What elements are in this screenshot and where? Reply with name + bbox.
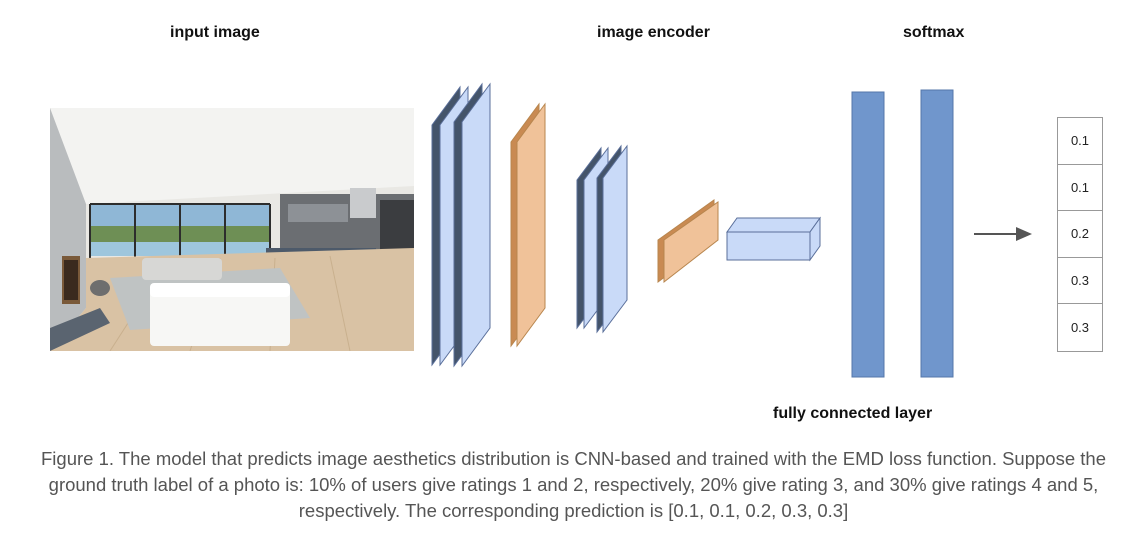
pooling-layer-2 — [657, 199, 719, 284]
conv-layer-face — [461, 82, 491, 368]
flatten-block — [726, 216, 821, 262]
arrow-icon — [974, 227, 1032, 241]
figure-caption: Figure 1. The model that predicts image … — [41, 448, 1106, 521]
pool-layer-face — [516, 102, 546, 348]
flatten-block-top — [726, 217, 821, 233]
softmax-output-table: 0.1 0.1 0.2 0.3 0.3 — [1057, 117, 1103, 352]
output-cell-2: 0.1 — [1058, 165, 1102, 212]
output-cell-5: 0.3 — [1070, 320, 1090, 336]
softmax-label: softmax — [903, 24, 965, 41]
input-photo — [50, 108, 414, 351]
fc-layer-2 — [920, 89, 954, 378]
conv-layer-2b — [596, 144, 628, 334]
flatten-block-side — [809, 216, 821, 262]
pooling-layer-1 — [510, 102, 546, 348]
fc-layer-1 — [851, 91, 885, 378]
input-image-label: input image — [170, 24, 260, 41]
fully-connected-layer-label: fully connected layer — [773, 405, 933, 422]
conv-layer-1b — [453, 82, 491, 368]
pool-layer-face — [663, 201, 719, 284]
image-encoder-label: image encoder — [597, 24, 710, 41]
output-cell-1: 0.1 — [1058, 118, 1102, 165]
flatten-block-face — [726, 231, 811, 261]
conv-layer-face — [602, 144, 628, 334]
output-cell-4: 0.3 — [1058, 258, 1102, 305]
arrow-head — [1016, 227, 1032, 241]
output-cell-3: 0.2 — [1058, 211, 1102, 258]
